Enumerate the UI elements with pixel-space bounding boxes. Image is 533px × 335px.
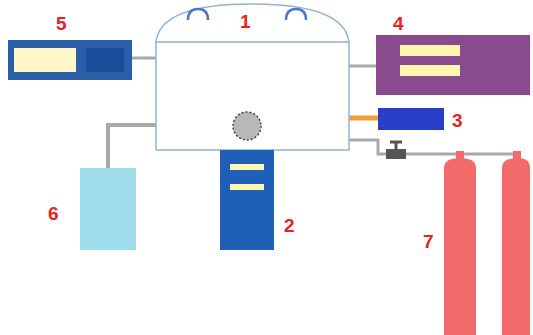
callout-number: 6 — [48, 204, 59, 223]
gas-cylinder — [502, 158, 530, 335]
trap-vessel — [80, 168, 136, 250]
gas-line — [349, 140, 520, 154]
valve-handle — [390, 141, 402, 144]
callout-number: 1 — [240, 12, 251, 31]
lid-handle — [188, 9, 208, 20]
callout-number: 2 — [284, 216, 295, 235]
gauge-unit — [8, 40, 132, 80]
cylinder-cap — [513, 151, 521, 159]
chamber — [156, 42, 349, 150]
sensor-unit — [378, 108, 444, 130]
callout-number: 7 — [423, 232, 434, 251]
valve — [386, 149, 406, 159]
pump-unit — [220, 150, 274, 250]
chamber-dome — [156, 4, 349, 42]
flange — [349, 116, 378, 121]
panel-bar — [400, 65, 460, 76]
panel-bar — [400, 45, 460, 56]
panel-bar — [230, 184, 264, 190]
display — [14, 48, 76, 72]
cylinder-cap — [456, 151, 464, 159]
pipe — [108, 125, 156, 168]
gas-cylinder — [444, 158, 476, 335]
pipe — [349, 65, 376, 68]
control-unit — [376, 35, 530, 95]
callout-number: 4 — [393, 14, 404, 33]
viewport — [233, 112, 261, 140]
panel-bar — [230, 164, 264, 170]
callout-number: 5 — [56, 14, 67, 33]
pipe — [132, 57, 156, 60]
lid-handle — [286, 9, 306, 20]
display-panel — [86, 48, 124, 72]
callout-number: 3 — [452, 111, 463, 130]
